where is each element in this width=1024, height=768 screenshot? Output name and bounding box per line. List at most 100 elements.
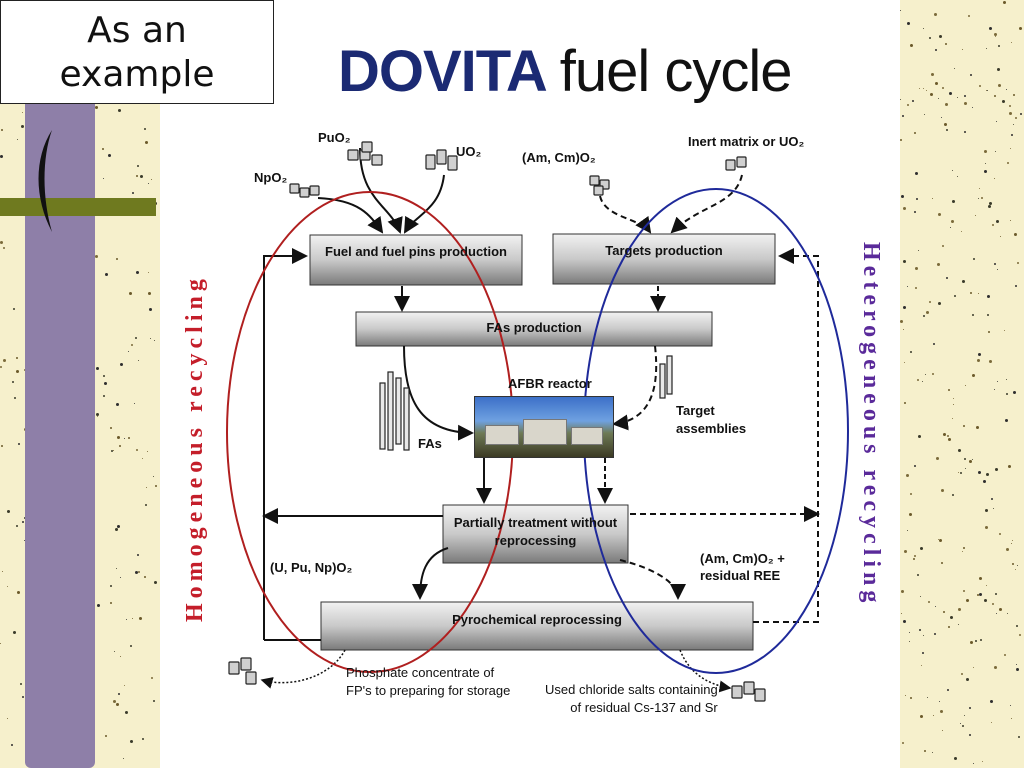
speckle <box>912 100 914 102</box>
speckle <box>964 131 966 133</box>
speckle <box>925 374 926 375</box>
speckle <box>153 476 154 477</box>
speckle <box>952 418 953 419</box>
speckle <box>12 381 14 383</box>
speckle <box>97 416 98 417</box>
speckle <box>145 141 148 144</box>
speckle <box>0 155 3 158</box>
speckle <box>989 202 992 205</box>
speckle <box>148 272 149 273</box>
reactor-photo <box>474 396 614 458</box>
speckle <box>13 631 16 634</box>
speckle <box>1012 563 1014 565</box>
speckle <box>911 44 912 45</box>
speckle <box>972 459 973 460</box>
speckle <box>994 389 995 390</box>
speckle <box>1016 668 1019 671</box>
speckle <box>151 179 152 180</box>
speckle <box>972 374 975 377</box>
speckle <box>118 693 120 695</box>
target-rods-icon <box>659 355 673 399</box>
speckle <box>954 757 957 760</box>
speckle <box>926 311 929 314</box>
speckle <box>135 337 137 339</box>
speckle <box>134 403 135 404</box>
speckle <box>933 343 935 345</box>
reactor-label: AFBR reactor <box>508 376 592 391</box>
speckle <box>16 357 18 359</box>
speckle <box>987 295 990 298</box>
speckle <box>934 13 937 16</box>
speckle <box>919 629 921 631</box>
speckle <box>977 594 979 596</box>
speckle <box>903 620 906 623</box>
npo2-label: NpO₂ <box>254 170 288 185</box>
npo2-arrow <box>317 197 384 234</box>
amcm-arrow <box>599 195 652 234</box>
speckle <box>900 139 902 141</box>
speckle <box>992 603 994 605</box>
speckle <box>994 33 997 36</box>
fas-production-box <box>355 311 713 347</box>
speckle <box>3 359 6 362</box>
speckle <box>917 574 919 576</box>
speckle <box>922 381 923 382</box>
speckle <box>118 109 121 112</box>
speckle <box>1018 736 1020 738</box>
uo2-arrow <box>403 174 445 234</box>
speckle <box>975 215 976 216</box>
speckle <box>939 701 940 702</box>
speckle <box>906 474 909 477</box>
speckle <box>140 175 143 178</box>
speckle <box>962 551 963 552</box>
speckle <box>901 590 904 593</box>
speckle <box>110 427 112 429</box>
speckle <box>960 723 961 724</box>
speckle <box>1019 634 1021 636</box>
speckle <box>970 641 973 644</box>
target-line1: Target <box>676 403 715 418</box>
speckle <box>924 750 926 752</box>
speckle <box>926 90 927 91</box>
title-rest: fuel cycle <box>559 39 793 104</box>
inert-arrow <box>670 174 743 234</box>
speckle <box>22 521 24 523</box>
speckle <box>1013 94 1015 96</box>
speckle <box>952 200 955 203</box>
speckle <box>910 44 913 47</box>
speckle <box>142 738 144 740</box>
speckle <box>95 106 98 109</box>
phosphate-waste-canisters-icon <box>228 657 257 685</box>
speckle <box>146 487 147 488</box>
speckle <box>976 426 979 429</box>
speckle <box>931 73 934 76</box>
speckle <box>144 128 146 130</box>
speckle <box>984 599 987 602</box>
speckle <box>942 87 944 89</box>
speckle <box>998 45 1000 47</box>
speckle <box>945 43 947 45</box>
speckle <box>978 293 979 294</box>
speckle <box>927 697 928 698</box>
speckle <box>110 585 112 587</box>
amcm-ree-line1: (Am, Cm)O₂ + <box>700 551 785 566</box>
npo2-canisters-icon <box>289 183 320 198</box>
speckle <box>130 740 133 743</box>
speckle <box>965 468 966 469</box>
speckle <box>120 577 121 578</box>
speckle <box>17 591 20 594</box>
fas-label: FAs <box>418 436 442 451</box>
speckle <box>986 48 987 49</box>
speckle <box>147 451 148 452</box>
chloride-waste-canisters-icon <box>731 681 766 702</box>
speckle <box>135 571 138 574</box>
speckle <box>7 510 10 513</box>
speckle <box>1015 117 1017 119</box>
speckle <box>1006 89 1007 90</box>
fuel-pins-box <box>309 234 523 286</box>
speckle <box>923 315 925 317</box>
speckle <box>942 245 944 247</box>
speckle <box>0 643 1 644</box>
speckle <box>932 198 933 199</box>
speckle <box>113 450 114 451</box>
